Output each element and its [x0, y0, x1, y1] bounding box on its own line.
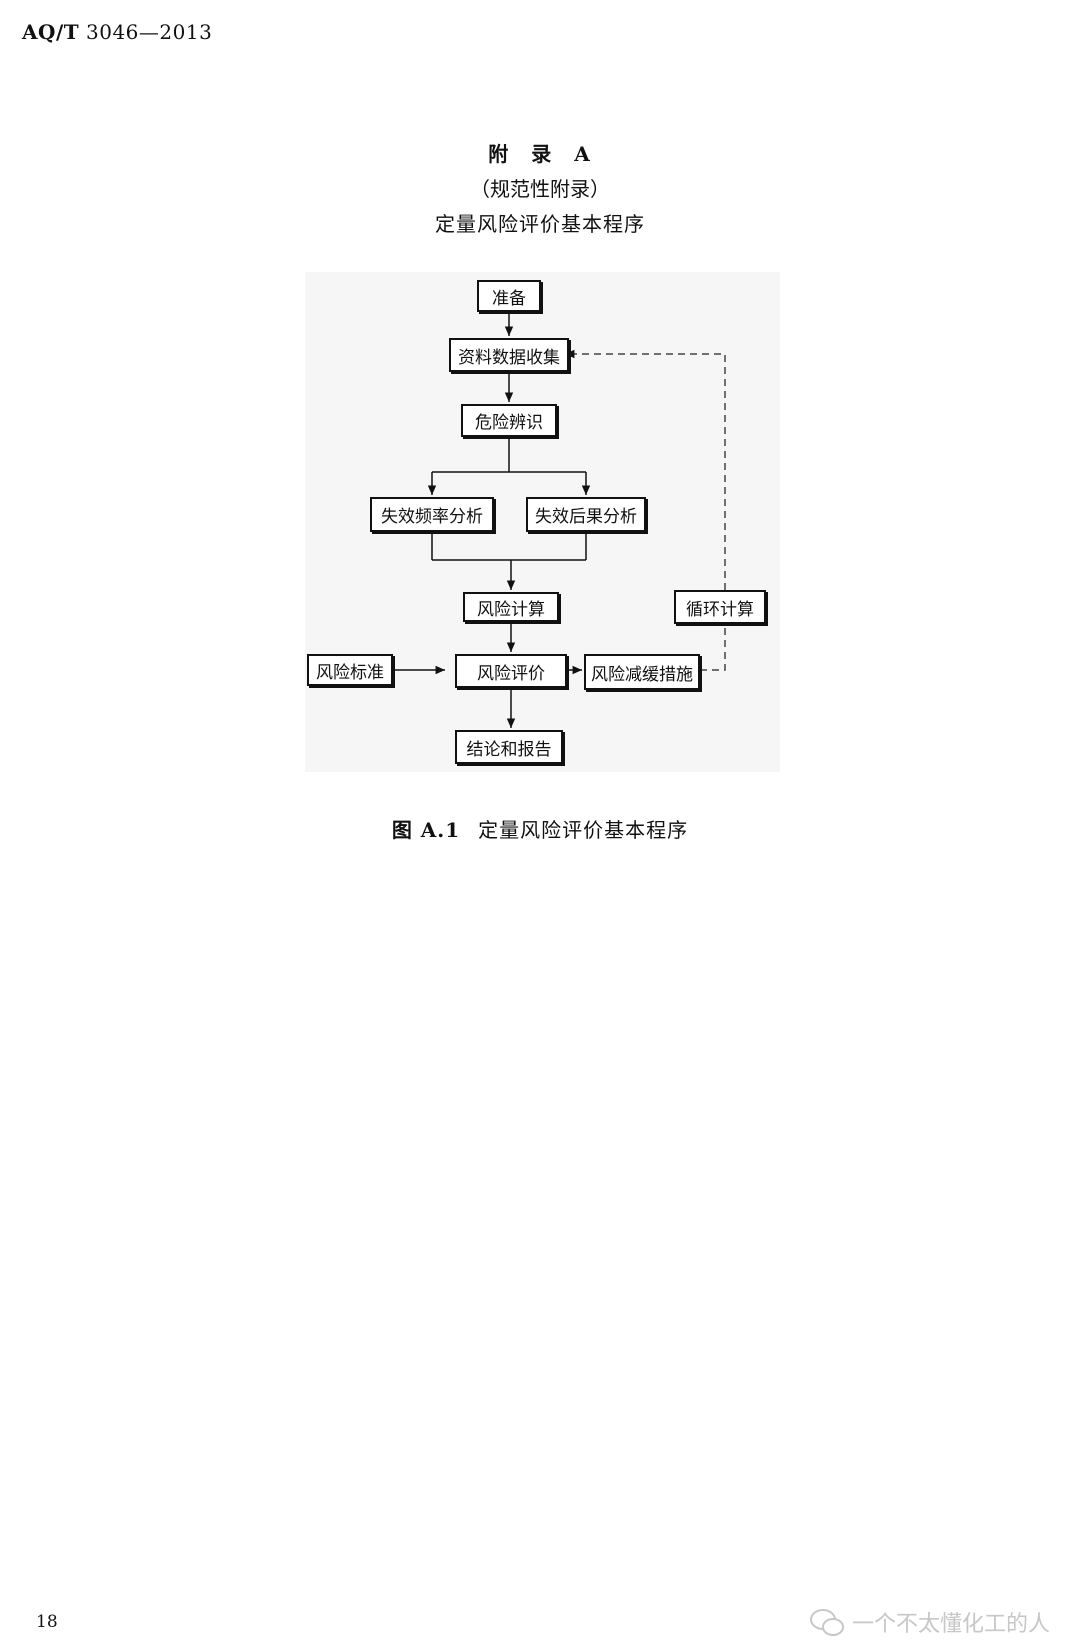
- node-conclusion-report: 结论和报告: [455, 730, 563, 764]
- flowchart: 准备 资料数据收集 危险辨识 失效频率分析 失效后果分析 风险计算 循环计算 风…: [305, 272, 780, 772]
- figure-label: 图 A.1: [391, 818, 461, 842]
- node-risk-evaluation: 风险评价: [455, 654, 567, 688]
- appendix-type: （规范性附录）: [470, 177, 610, 201]
- standard-code: AQ/T 3046—2013: [22, 20, 212, 44]
- dashed-iteration-to-collection: [565, 349, 726, 590]
- appendix-title: 定量风险评价基本程序: [435, 212, 645, 236]
- figure-title: 定量风险评价基本程序: [478, 818, 689, 842]
- node-risk-mitigation: 风险减缓措施: [584, 654, 700, 690]
- appendix-heading: 附 录 A: [488, 142, 592, 166]
- node-hazard-identification: 危险辨识: [461, 404, 557, 437]
- watermark: 一个不太懂化工的人: [809, 1606, 1050, 1638]
- node-failure-frequency: 失效频率分析: [370, 497, 494, 532]
- node-failure-consequence: 失效后果分析: [526, 497, 646, 532]
- wechat-icon: [809, 1609, 844, 1636]
- node-risk-criteria: 风险标准: [307, 654, 393, 686]
- node-prepare: 准备: [477, 280, 541, 312]
- dashed-mitigation-to-iteration: [700, 624, 726, 671]
- node-risk-calculation: 风险计算: [463, 592, 559, 622]
- node-data-collection: 资料数据收集: [449, 338, 569, 372]
- standard-prefix: AQ/T: [22, 20, 80, 44]
- watermark-text: 一个不太懂化工的人: [851, 1612, 1050, 1637]
- flowchart-connectors: [393, 312, 726, 728]
- standard-number: 3046—2013: [86, 20, 213, 44]
- figure-caption: 图 A.1 定量风险评价基本程序: [0, 814, 1080, 843]
- page-number: 18: [36, 1612, 58, 1632]
- node-iterative-calculation: 循环计算: [674, 590, 766, 624]
